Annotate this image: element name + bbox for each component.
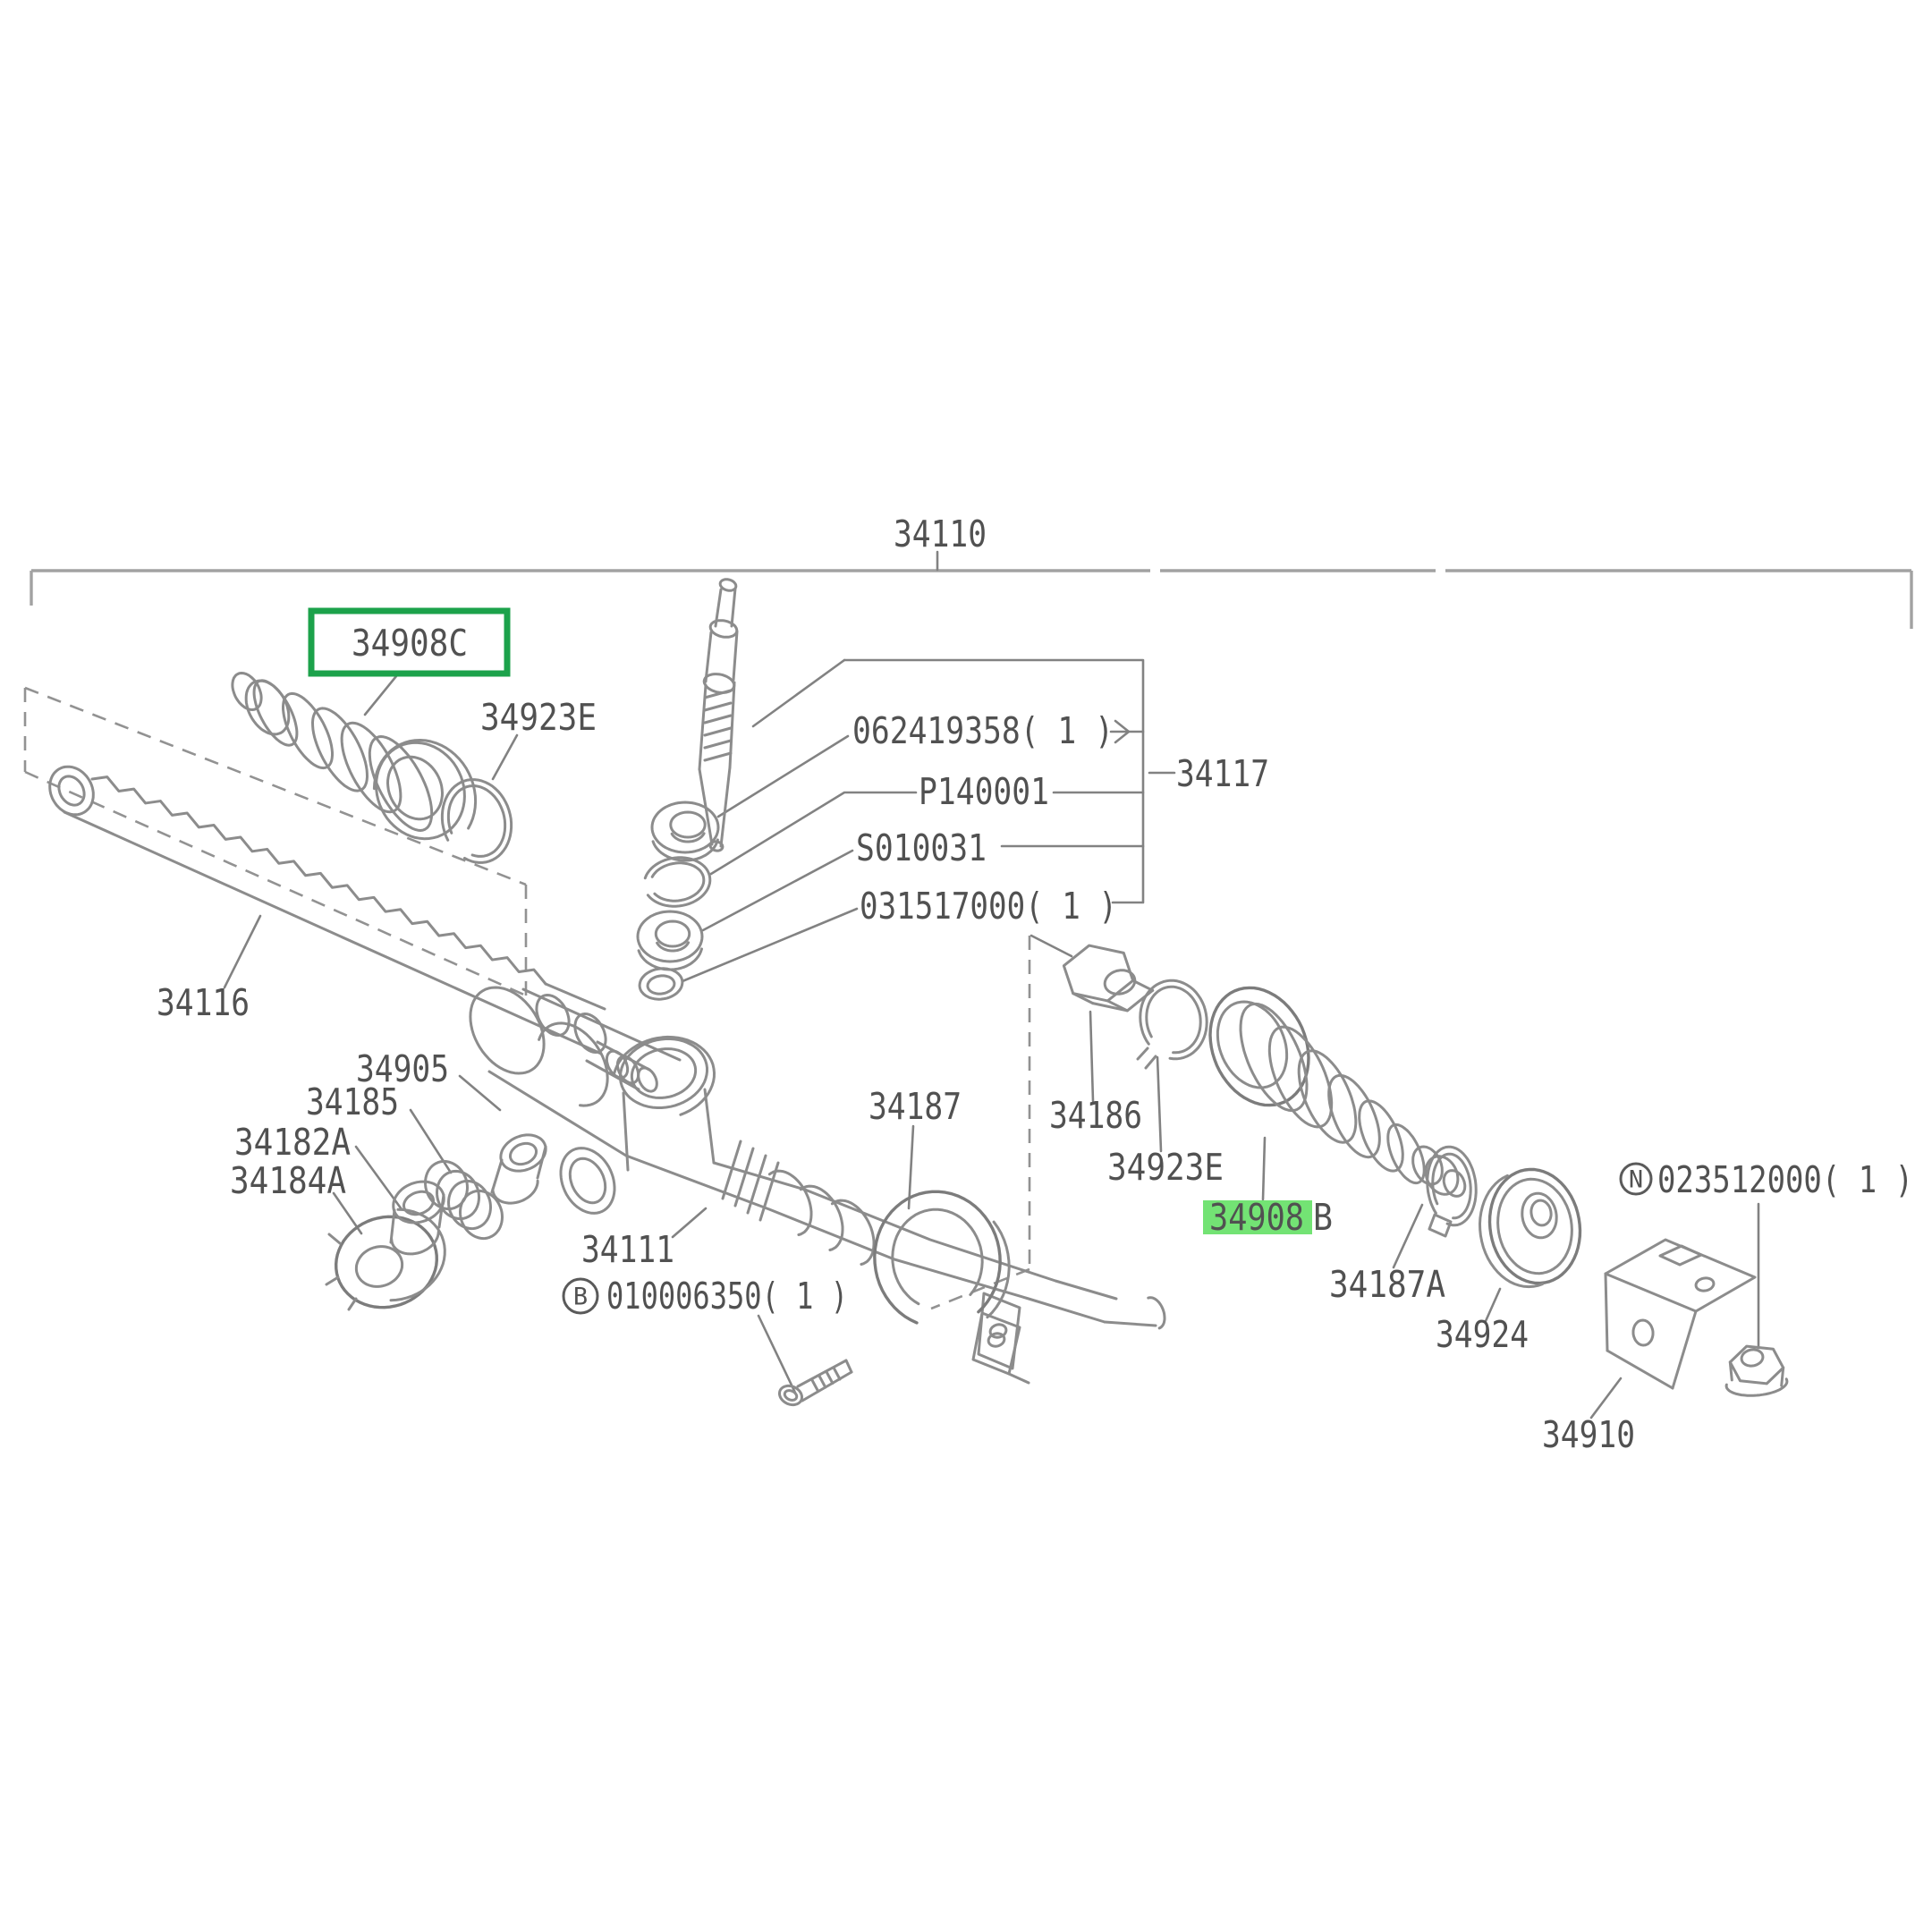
o-ring xyxy=(638,967,684,1001)
part-label-34116: 34116 xyxy=(157,981,250,1024)
part-label-34110: 34110 xyxy=(894,513,987,555)
part-label-062419358: 062419358( 1 ) xyxy=(852,709,1114,752)
prefix-letter-010006350: B xyxy=(573,1284,588,1311)
part-label-34908C[interactable]: 34908C xyxy=(352,622,468,665)
boot-band xyxy=(1426,1145,1478,1238)
pinion-snap-ring xyxy=(643,856,712,908)
pinion-shaft xyxy=(698,578,739,852)
part-label-34905: 34905 xyxy=(356,1047,449,1090)
part-label-34923E-right: 34923E xyxy=(1107,1146,1224,1189)
lower-bearing xyxy=(636,910,704,971)
part-label-34924: 34924 xyxy=(1436,1313,1529,1356)
part-label-34908B-suffix: B xyxy=(1313,1196,1333,1239)
end-nut xyxy=(1062,944,1155,1013)
part-label-34111: 34111 xyxy=(581,1228,674,1271)
part-label-S010031: S010031 xyxy=(856,826,987,869)
part-label-34184A: 34184A xyxy=(230,1159,346,1202)
retainer-spring xyxy=(424,1159,504,1241)
part-label-34187: 34187 xyxy=(869,1085,962,1128)
assembly-frame xyxy=(30,569,1913,629)
leader-lines xyxy=(223,550,1760,1419)
part-labels: 34110 34908C 34923E 34116 062419358( 1 ) P140… xyxy=(157,513,1913,1456)
retainer-locknut xyxy=(325,1208,446,1311)
clamp-bolt xyxy=(778,1359,853,1407)
part-label-34923E-left: 34923E xyxy=(480,696,597,739)
part-label-34187A: 34187A xyxy=(1329,1263,1445,1306)
selected-part-box-34908C[interactable] xyxy=(308,607,511,677)
part-label-34186: 34186 xyxy=(1049,1094,1142,1137)
right-boot-clamp-ring xyxy=(1136,979,1208,1070)
mount-bracket xyxy=(1604,1238,1757,1390)
dashed-reference-lines xyxy=(23,686,1031,1310)
circled-letter-ring xyxy=(562,1277,599,1315)
rack-retainer-bushing xyxy=(490,1133,547,1205)
part-label-010006350: 010006350( 1 ) xyxy=(606,1275,848,1318)
left-snap-ring xyxy=(440,778,513,864)
flange-nut xyxy=(1724,1344,1789,1397)
part-label-34182A: 34182A xyxy=(234,1121,351,1164)
left-boot xyxy=(231,672,478,841)
gear-housing xyxy=(469,986,1166,1370)
green-highlight-box[interactable] xyxy=(308,607,511,677)
spring-seat xyxy=(389,1180,445,1256)
part-label-34117: 34117 xyxy=(1176,752,1269,795)
green-highlight-fill[interactable] xyxy=(1203,1200,1312,1234)
upper-bearing xyxy=(650,801,720,862)
circled-letter-ring xyxy=(1619,1162,1653,1196)
part-label-023512000: 023512000( 1 ) xyxy=(1657,1158,1913,1201)
part-label-34908B-number[interactable]: 34908 xyxy=(1209,1196,1304,1239)
part-label-031517000: 031517000( 1 ) xyxy=(860,885,1117,928)
rack-shaft xyxy=(48,765,658,1093)
part-label-34185: 34185 xyxy=(306,1080,399,1123)
part-label-P140001: P140001 xyxy=(919,770,1049,813)
prefix-letter-023512000: N xyxy=(1629,1166,1643,1194)
part-label-34910: 34910 xyxy=(1542,1413,1635,1456)
mount-insulator-disc xyxy=(1479,1167,1582,1289)
selected-part-highlight-34908B[interactable] xyxy=(1203,1200,1312,1234)
right-boot xyxy=(1208,986,1467,1198)
mount-clamp xyxy=(873,1190,1030,1385)
